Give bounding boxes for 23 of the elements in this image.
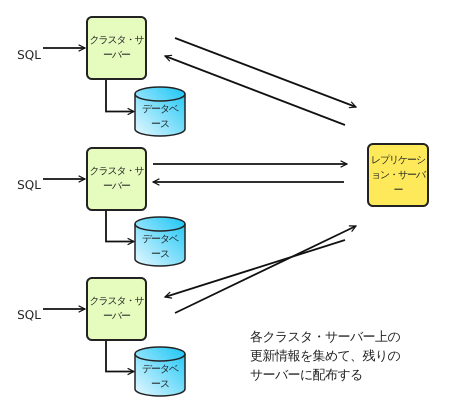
- cluster-server-box: クラスタ・サーバー: [86, 277, 147, 341]
- arrow: [43, 44, 86, 52]
- arrow: [164, 239, 346, 299]
- arrow: [174, 225, 357, 314]
- replication-server-box: レプリケーション・サーバー: [367, 143, 429, 207]
- arrow: [43, 305, 86, 313]
- cluster-server-box: クラスタ・サーバー: [86, 147, 147, 211]
- cluster-server-box: クラスタ・サーバー: [86, 16, 147, 80]
- arrow: [105, 80, 135, 116]
- database-cylinder: データベース: [134, 216, 186, 267]
- input-label: SQL: [16, 46, 42, 64]
- arrow: [105, 341, 135, 376]
- arrow: [174, 37, 357, 108]
- arrow: [164, 54, 346, 126]
- database-cylinder: データベース: [134, 86, 186, 137]
- database-cylinder: データベース: [134, 346, 186, 397]
- arrow: [153, 160, 348, 168]
- note-text: 各クラスタ・サーバー上の更新情報を集めて、残りのサーバーに配布する: [250, 329, 401, 385]
- arrow: [152, 178, 344, 186]
- arrow: [105, 211, 135, 246]
- arrow: [43, 175, 86, 183]
- input-label: SQL: [16, 306, 42, 324]
- input-label: SQL: [16, 176, 42, 194]
